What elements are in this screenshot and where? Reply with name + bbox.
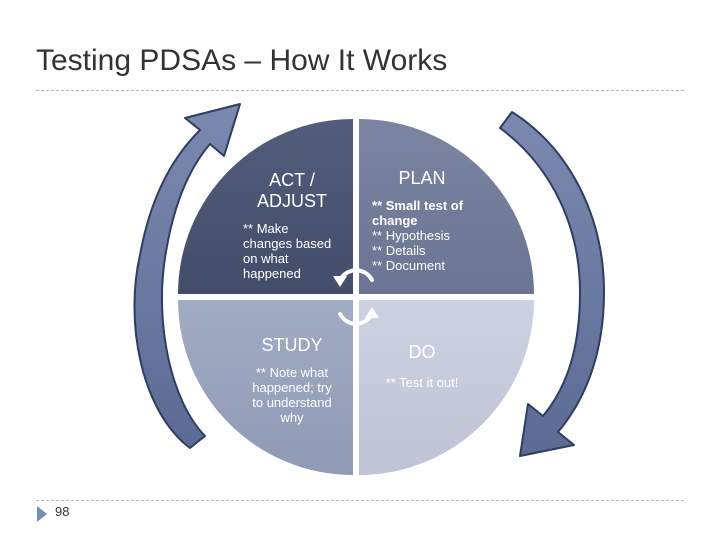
act-adjust-body: ** Make changes based on what happened [243, 221, 353, 281]
do-quadrant [359, 300, 534, 475]
act-adjust-body-line: happened [243, 266, 301, 281]
act-adjust-quadrant [178, 119, 353, 294]
right-cycle-arrow [499, 111, 605, 457]
page-number: 98 [55, 504, 70, 519]
plan-body-line: change [372, 213, 418, 228]
plan-body-line: ** Hypothesis [372, 228, 451, 243]
plan-body: ** Small test of change ** Hypothesis **… [372, 198, 492, 273]
study-body-line: ** Note what [255, 365, 329, 380]
do-body-line: ** Test it out! [385, 375, 459, 390]
title-divider [36, 90, 684, 91]
study-body-line: happened; try [252, 380, 332, 395]
center-cycle-arrowheads [333, 276, 379, 318]
act-adjust-body-line: changes based [243, 236, 332, 251]
study-quadrant [178, 300, 353, 475]
plan-body-line: ** Small test of [372, 198, 464, 213]
study-title: STUDY [261, 335, 323, 355]
act-adjust-body-line: on what [243, 251, 289, 266]
do-body: ** Test it out! [372, 375, 472, 390]
bullet-triangle-icon [37, 506, 47, 522]
act-adjust-body-line: ** Make [243, 221, 289, 236]
study-body-line: why [280, 410, 304, 425]
study-body-line: to understand [252, 395, 332, 410]
plan-quadrant [359, 119, 534, 294]
plan-title: PLAN [398, 168, 446, 188]
act-adjust-title: ACT / ADJUST [256, 170, 327, 211]
plan-body-line: ** Details [372, 243, 426, 258]
slide-title: Testing PDSAs – How It Works [36, 44, 448, 77]
footer-divider [36, 500, 684, 501]
plan-body-line: ** Document [372, 258, 445, 273]
left-cycle-arrow [133, 103, 241, 449]
study-body: ** Note what happened; try to understand… [240, 365, 344, 425]
do-title: DO [408, 342, 436, 362]
